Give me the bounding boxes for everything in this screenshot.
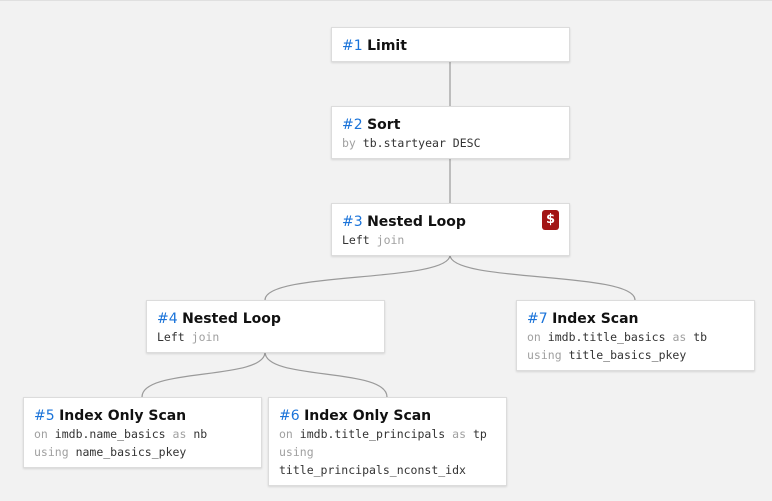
relation-name: imdb.title_principals: [299, 427, 446, 441]
node-detail-index: using title_basics_pkey: [527, 346, 744, 364]
edge-3-7: [449, 254, 636, 301]
join-type: Left: [157, 330, 185, 344]
node-header: #2 Sort: [342, 116, 559, 134]
node-number: #4: [157, 311, 178, 327]
node-title: Index Scan: [552, 311, 639, 327]
node-title: Limit: [367, 38, 407, 54]
node-detail-index: title_principals_nconst_idx: [279, 461, 496, 479]
node-number: #2: [342, 117, 363, 133]
keyword-join: join: [376, 233, 405, 247]
node-title: Nested Loop: [182, 311, 281, 327]
edge-4-5: [141, 351, 266, 398]
relation-alias: nb: [193, 427, 208, 441]
keyword-using: using: [527, 348, 562, 362]
node-header: #7 Index Scan: [527, 310, 744, 328]
node-detail: by tb.startyear DESC: [342, 134, 559, 152]
node-title: Nested Loop: [367, 214, 466, 230]
node-detail: on imdb.title_principals as tp: [279, 425, 496, 443]
edge-3-4: [264, 254, 451, 301]
node-number: #1: [342, 38, 363, 54]
plan-node-1[interactable]: #1 Limit: [331, 27, 570, 62]
index-name: name_basics_pkey: [75, 445, 187, 459]
keyword-join: join: [191, 330, 220, 344]
join-type: Left: [342, 233, 370, 247]
node-number: #3: [342, 214, 363, 230]
edge-4-6: [264, 351, 388, 398]
node-number: #6: [279, 408, 300, 424]
plan-node-6[interactable]: #6 Index Only Scan on imdb.title_princip…: [268, 397, 507, 486]
node-detail: Left join: [342, 231, 559, 249]
node-title: Sort: [367, 117, 401, 133]
relation-alias: tb: [693, 330, 708, 344]
relation-name: imdb.title_basics: [547, 330, 666, 344]
node-detail: on imdb.name_basics as nb: [34, 425, 251, 443]
plan-node-4[interactable]: #4 Nested Loop Left join: [146, 300, 385, 353]
node-detail-index: using name_basics_pkey: [34, 443, 251, 461]
node-header: #4 Nested Loop: [157, 310, 374, 328]
node-number: #5: [34, 408, 55, 424]
node-detail: on imdb.title_basics as tb: [527, 328, 744, 346]
keyword-on: on: [34, 427, 48, 441]
node-number: #7: [527, 311, 548, 327]
dollar-icon[interactable]: $: [542, 210, 559, 230]
node-header: #5 Index Only Scan: [34, 407, 251, 425]
keyword-on: on: [527, 330, 541, 344]
node-detail-using: using: [279, 443, 496, 461]
plan-node-7[interactable]: #7 Index Scan on imdb.title_basics as tb…: [516, 300, 755, 371]
sort-key: tb.startyear DESC: [362, 136, 481, 150]
node-detail: Left join: [157, 328, 374, 346]
node-header: #1 Limit: [342, 37, 559, 55]
keyword-as: as: [672, 330, 687, 344]
keyword-by: by: [342, 136, 356, 150]
index-name: title_principals_nconst_idx: [279, 463, 466, 477]
node-header: #3 Nested Loop: [342, 213, 559, 231]
plan-node-2[interactable]: #2 Sort by tb.startyear DESC: [331, 106, 570, 159]
relation-alias: tp: [472, 427, 487, 441]
keyword-on: on: [279, 427, 293, 441]
keyword-using: using: [279, 445, 314, 459]
keyword-as: as: [172, 427, 187, 441]
plan-node-5[interactable]: #5 Index Only Scan on imdb.name_basics a…: [23, 397, 262, 468]
node-title: Index Only Scan: [59, 408, 187, 424]
keyword-using: using: [34, 445, 69, 459]
plan-node-3[interactable]: #3 Nested Loop Left join $: [331, 203, 570, 256]
index-name: title_basics_pkey: [568, 348, 687, 362]
keyword-as: as: [452, 427, 466, 441]
node-header: #6 Index Only Scan: [279, 407, 496, 425]
node-title: Index Only Scan: [304, 408, 432, 424]
relation-name: imdb.name_basics: [54, 427, 166, 441]
